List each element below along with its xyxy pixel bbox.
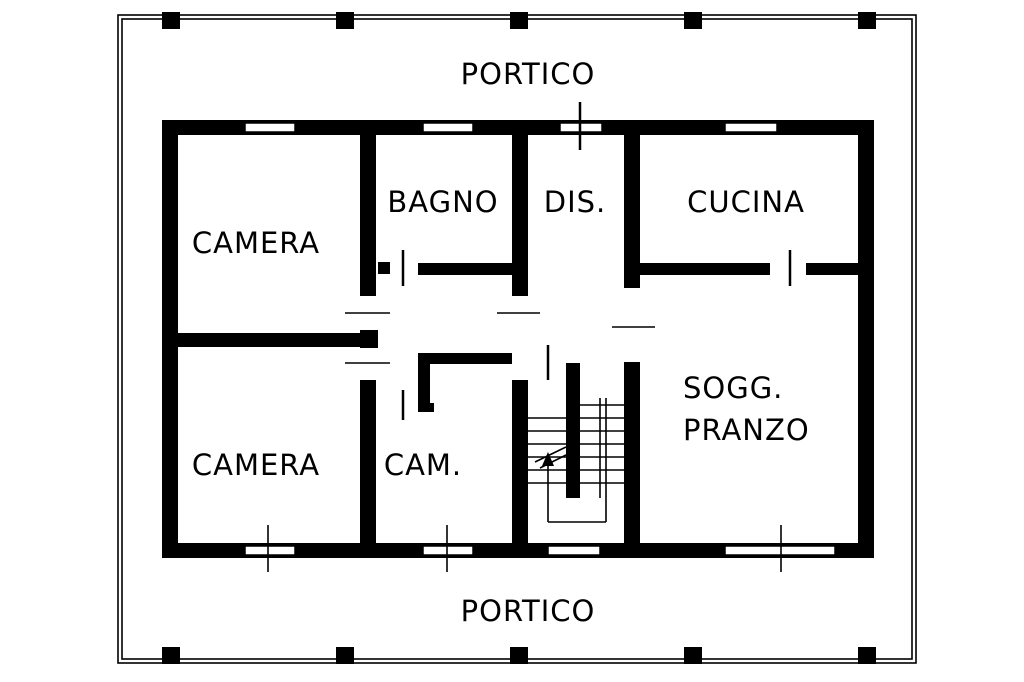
camera-top-label: CAMERA: [192, 226, 320, 260]
cucina-label: CUCINA: [687, 185, 805, 219]
pillar: [684, 12, 702, 29]
room-labels: PORTICO PORTICO CAMERA CAMERA BAGNO DIS.…: [192, 57, 810, 628]
windows-top: [244, 102, 778, 150]
pillar: [858, 12, 876, 29]
sogg-label: SOGG.: [683, 371, 783, 405]
windows-bottom: [244, 525, 836, 572]
dis-label: DIS.: [544, 185, 607, 219]
interior-walls: [162, 120, 866, 558]
pillar: [336, 12, 354, 29]
pillar: [336, 647, 354, 664]
pillar: [858, 647, 876, 664]
portico-pillars: [162, 12, 876, 664]
bagno-label: BAGNO: [387, 185, 498, 219]
cam-label: CAM.: [384, 448, 462, 482]
portico-top-label: PORTICO: [461, 57, 596, 91]
pillar: [162, 647, 180, 664]
pillar: [162, 12, 180, 29]
door-marks: [345, 250, 792, 420]
pillar: [684, 647, 702, 664]
pillar: [510, 12, 528, 29]
pillar: [510, 647, 528, 664]
camera-bottom-label: CAMERA: [192, 448, 320, 482]
pranzo-label: PRANZO: [683, 413, 810, 447]
portico-bottom-label: PORTICO: [461, 594, 596, 628]
staircase: [528, 398, 624, 523]
